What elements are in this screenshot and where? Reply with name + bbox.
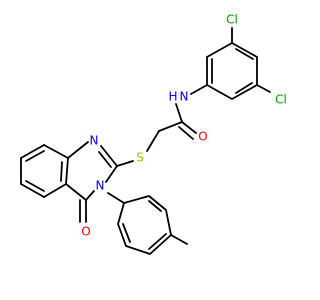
dichlorophenyl-double-1 [235,48,254,60]
molecule-diagram: Cl Cl N H O S N N O [20,13,287,255]
benzo-double-1 [25,150,45,162]
bond-n1-c8a [67,141,89,159]
sulfur-label: S [136,151,144,165]
tolyl-double-2 [148,233,167,250]
chlorine-label-top: Cl [226,13,238,27]
benzo-double-2 [25,180,45,192]
bond-s-c2 [116,160,134,167]
bond-c8-c7 [20,144,45,159]
benzo-double-3 [60,161,63,182]
bond-nh-carbonyl [175,103,183,123]
bond-tolyl-methyl [170,234,188,245]
bond-carbonyl-o [181,121,197,134]
bond-c8a-c8 [43,144,69,159]
bond-group [20,27,271,255]
bond-c4-n3 [85,190,95,201]
bond-carbonyl-ch2 [158,121,183,132]
chlorine-label-right: Cl [275,93,287,107]
quinazoline-n3-label: N [96,179,105,193]
amide-oxygen-label: O [198,130,207,144]
bond-ch2-s [146,130,160,152]
tolyl-double-1 [148,200,162,212]
quinazolinone-oxygen-label: O [81,225,90,239]
bond-c5-c4a [43,183,67,198]
molecule-canvas: Cl Cl N H O S N N O [20,12,287,255]
atom-label-group: Cl Cl N H O S N N O [81,13,287,239]
tolyl-ring [117,195,172,255]
amide-hydrogen-label: H [168,90,177,104]
bond-c-cl-right [256,84,271,93]
amide-nitrogen-label: N [180,90,189,104]
quinazoline-n1-label: N [90,134,99,148]
bond-carbonyl-o-double [178,126,194,140]
bond-c2-n1 [100,145,118,167]
bond-c4a-c4 [65,183,87,201]
bond-c6-c5 [20,183,45,198]
bond-c2-n1-double [98,151,112,168]
bond-ring-nh [190,84,208,95]
dichlorophenyl-ring [206,42,258,100]
bond-c8a-c4a [65,157,69,185]
bond-n3-tolyl [107,192,125,204]
dichlorophenyl-double-2 [235,82,253,94]
bond-n3-c2 [105,165,118,183]
tolyl-double-3 [122,223,131,243]
